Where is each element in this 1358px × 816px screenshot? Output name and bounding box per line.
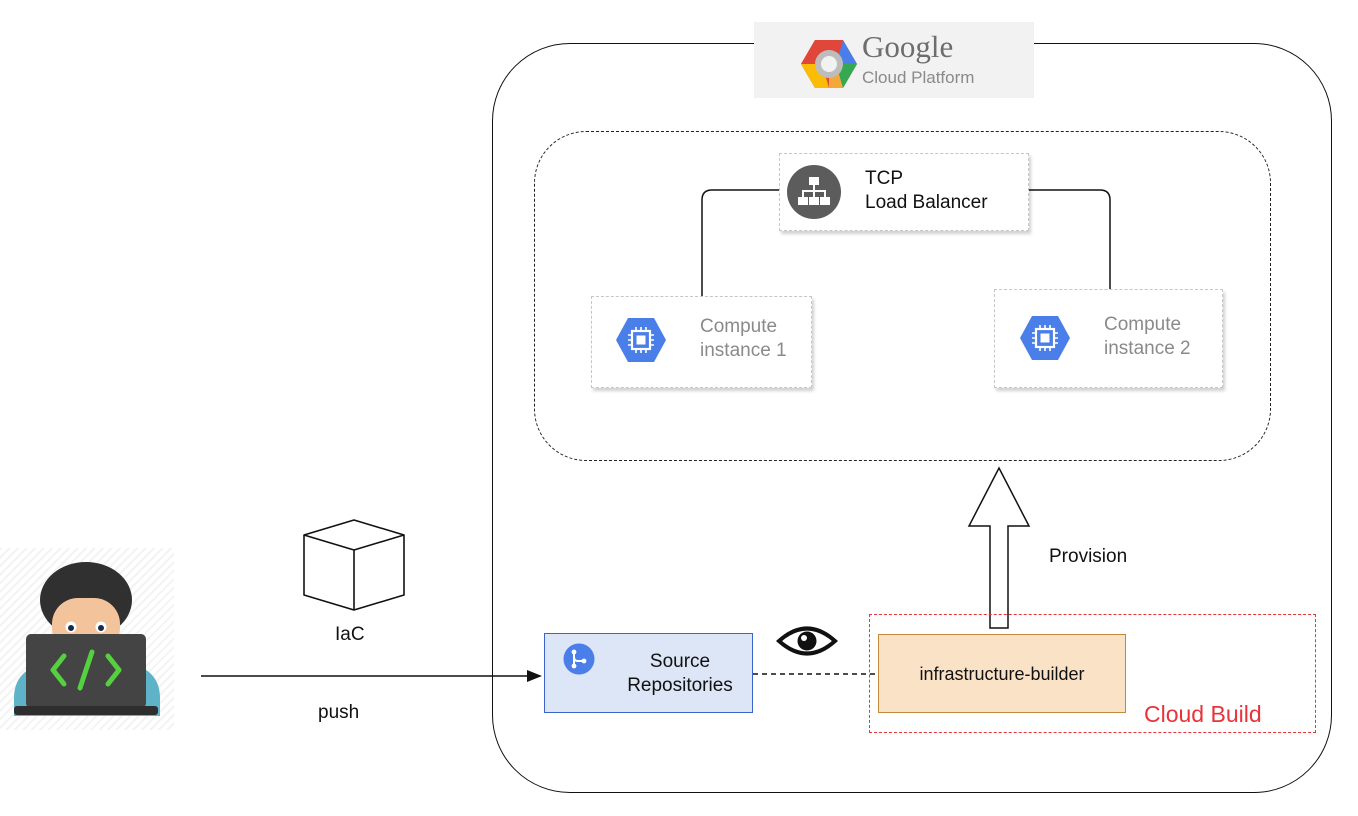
- tcp-load-balancer-label: TCP Load Balancer: [865, 168, 988, 213]
- cloud-build-label: Cloud Build: [1144, 701, 1262, 727]
- gcp-brand-text: Google: [862, 29, 954, 64]
- package-cube-icon: [303, 519, 405, 611]
- load-balancer-icon: [787, 165, 841, 219]
- cloud-build-region: [869, 614, 1316, 733]
- gcp-logo: Google Cloud Platform: [754, 22, 1034, 98]
- provision-arrow: [967, 466, 1031, 629]
- provision-label: Provision: [1049, 546, 1128, 567]
- compute-engine-icon: [616, 318, 666, 362]
- developer-coding-icon: [14, 562, 160, 716]
- push-arrowhead: [527, 670, 542, 682]
- compute-instance-2-label: Compute instance 2: [1104, 314, 1191, 359]
- infrastructure-builder-label: infrastructure-builder: [919, 664, 1085, 684]
- iac-label: IaC: [335, 624, 365, 645]
- compute-engine-icon: [1020, 316, 1070, 360]
- google-cloud-logo-icon: [801, 40, 857, 88]
- lb-to-instance-1-connector: [701, 189, 781, 297]
- source-repositories-label: Source Repositories: [627, 651, 733, 696]
- eye-icon: [775, 626, 839, 656]
- compute-instance-1-label: Compute instance 1: [700, 316, 787, 361]
- lb-to-instance-2-connector: [1028, 189, 1111, 290]
- push-label: push: [318, 702, 360, 723]
- load-balanced-group: [534, 131, 1271, 461]
- infrastructure-builder-node: [878, 634, 1126, 713]
- gcp-platform-text: Cloud Platform: [862, 68, 975, 87]
- source-repositories-icon: [563, 643, 595, 675]
